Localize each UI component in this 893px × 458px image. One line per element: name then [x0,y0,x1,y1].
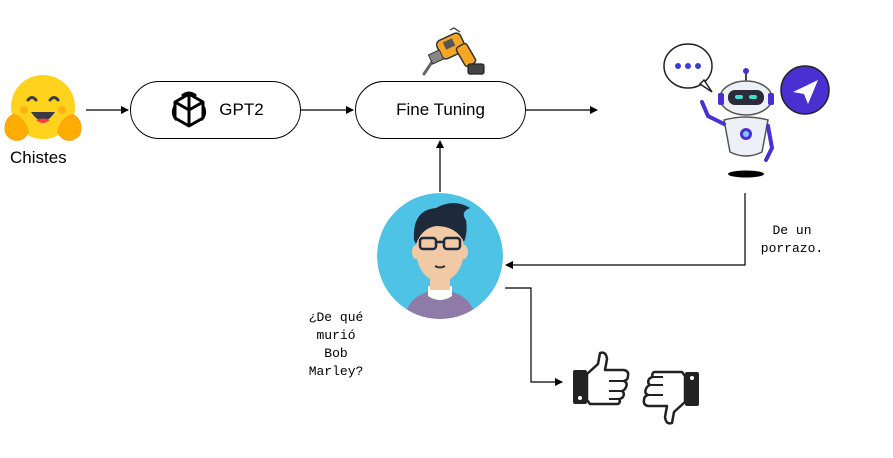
source-label: Chistes [10,148,67,167]
thumbs-down-icon [642,370,699,425]
openai-logo-icon [172,91,207,128]
user-question-line-4: Marley? [308,364,364,379]
user-question-line-2: murió [316,328,356,343]
bot-reply-line-2: porrazo. [760,241,824,256]
robot-chatbot-icon [663,43,830,178]
drill-icon [422,27,485,76]
arrow-bot-to-user [505,193,746,269]
chat-bubble-icon [663,43,713,93]
hugging-face-emoji-icon [4,75,82,141]
bot-reply-line-1: De un [772,223,812,238]
gpt2-label: GPT2 [219,100,264,119]
gpt2-node: GPT2 [130,81,301,139]
fine-tuning-node: Fine Tuning [355,81,526,139]
user-question-line-3: Bob [324,346,348,361]
user-question-line-1: ¿De qué [308,310,364,325]
bot-reply: De un porrazo. [752,222,832,258]
user-avatar-icon [377,193,503,319]
fine-tuning-label: Fine Tuning [396,100,485,119]
arrow-user-to-feedback [505,287,563,386]
user-question: ¿De qué murió Bob Marley? [296,309,376,381]
thumbs-up-icon [573,351,630,406]
send-icon [780,65,830,115]
